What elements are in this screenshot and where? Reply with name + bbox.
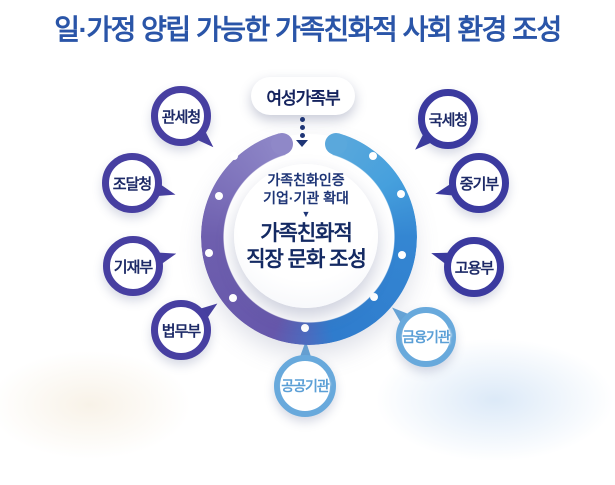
- down-triangle-icon: ▼: [301, 209, 311, 219]
- bubble-label: 금융기관: [402, 329, 451, 345]
- ring-cap-left: [271, 133, 293, 155]
- dotted-arrow-dot: [300, 125, 305, 130]
- ring-dot: [398, 251, 406, 259]
- dotted-arrow-dot: [300, 117, 305, 122]
- bubble-label: 관세청: [161, 108, 201, 126]
- bubble-label: 법무부: [161, 322, 201, 340]
- bubble-label: 고용부: [454, 259, 494, 277]
- bubble-tail: [148, 241, 180, 273]
- dotted-arrow-head-icon: [296, 140, 308, 147]
- bubble-tail: [147, 175, 179, 207]
- bubble-label: 조달청: [112, 175, 152, 193]
- core-title-line1: 가족친화적: [260, 222, 353, 245]
- ring-dot: [370, 293, 378, 301]
- ring-dot: [205, 249, 213, 257]
- bubble-ministry-smes: 중기부: [449, 153, 509, 213]
- bubble-financial-institutions: 금융기관: [396, 307, 456, 367]
- bubble-label: 국세청: [428, 111, 468, 129]
- core-goal-circle: 가족친화인증 기업·기관 확대 ▼ 가족친화적 직장 문화 조성: [234, 164, 378, 308]
- core-title-line2: 직장 문화 조성: [246, 248, 367, 271]
- dotted-arrow-dot: [300, 133, 305, 138]
- bubble-ministry-economy-finance: 기재부: [103, 236, 163, 296]
- ring-dot: [397, 190, 405, 198]
- bubble-label: 공공기관: [281, 378, 330, 394]
- ring-dot: [229, 294, 237, 302]
- ring-dot: [230, 152, 238, 160]
- ring-dot: [301, 324, 309, 332]
- bubble-public-institutions: 공공기관: [274, 355, 336, 417]
- bubble-procurement-service: 조달청: [102, 153, 162, 213]
- page-title: 일·가정 양립 가능한 가족친화적 사회 환경 조성: [54, 14, 562, 45]
- hub-ministry-badge: 여성가족부: [251, 77, 355, 115]
- bubble-label: 중기부: [459, 175, 499, 193]
- bubble-national-tax-service: 국세청: [418, 89, 478, 149]
- ring-dot: [215, 192, 223, 200]
- bubble-ministry-employment: 고용부: [444, 237, 504, 297]
- ring-dot: [369, 152, 377, 160]
- background-glow-blue: [330, 315, 615, 485]
- bubble-label: 기재부: [113, 258, 153, 276]
- core-subtitle-line1: 가족친화인증: [267, 172, 345, 188]
- bubble-ministry-justice: 법무부: [151, 300, 211, 360]
- ring-cap-right: [325, 133, 347, 155]
- bubble-customs-service: 관세청: [151, 86, 211, 146]
- core-subtitle-line2: 기업·기관 확대: [263, 190, 349, 206]
